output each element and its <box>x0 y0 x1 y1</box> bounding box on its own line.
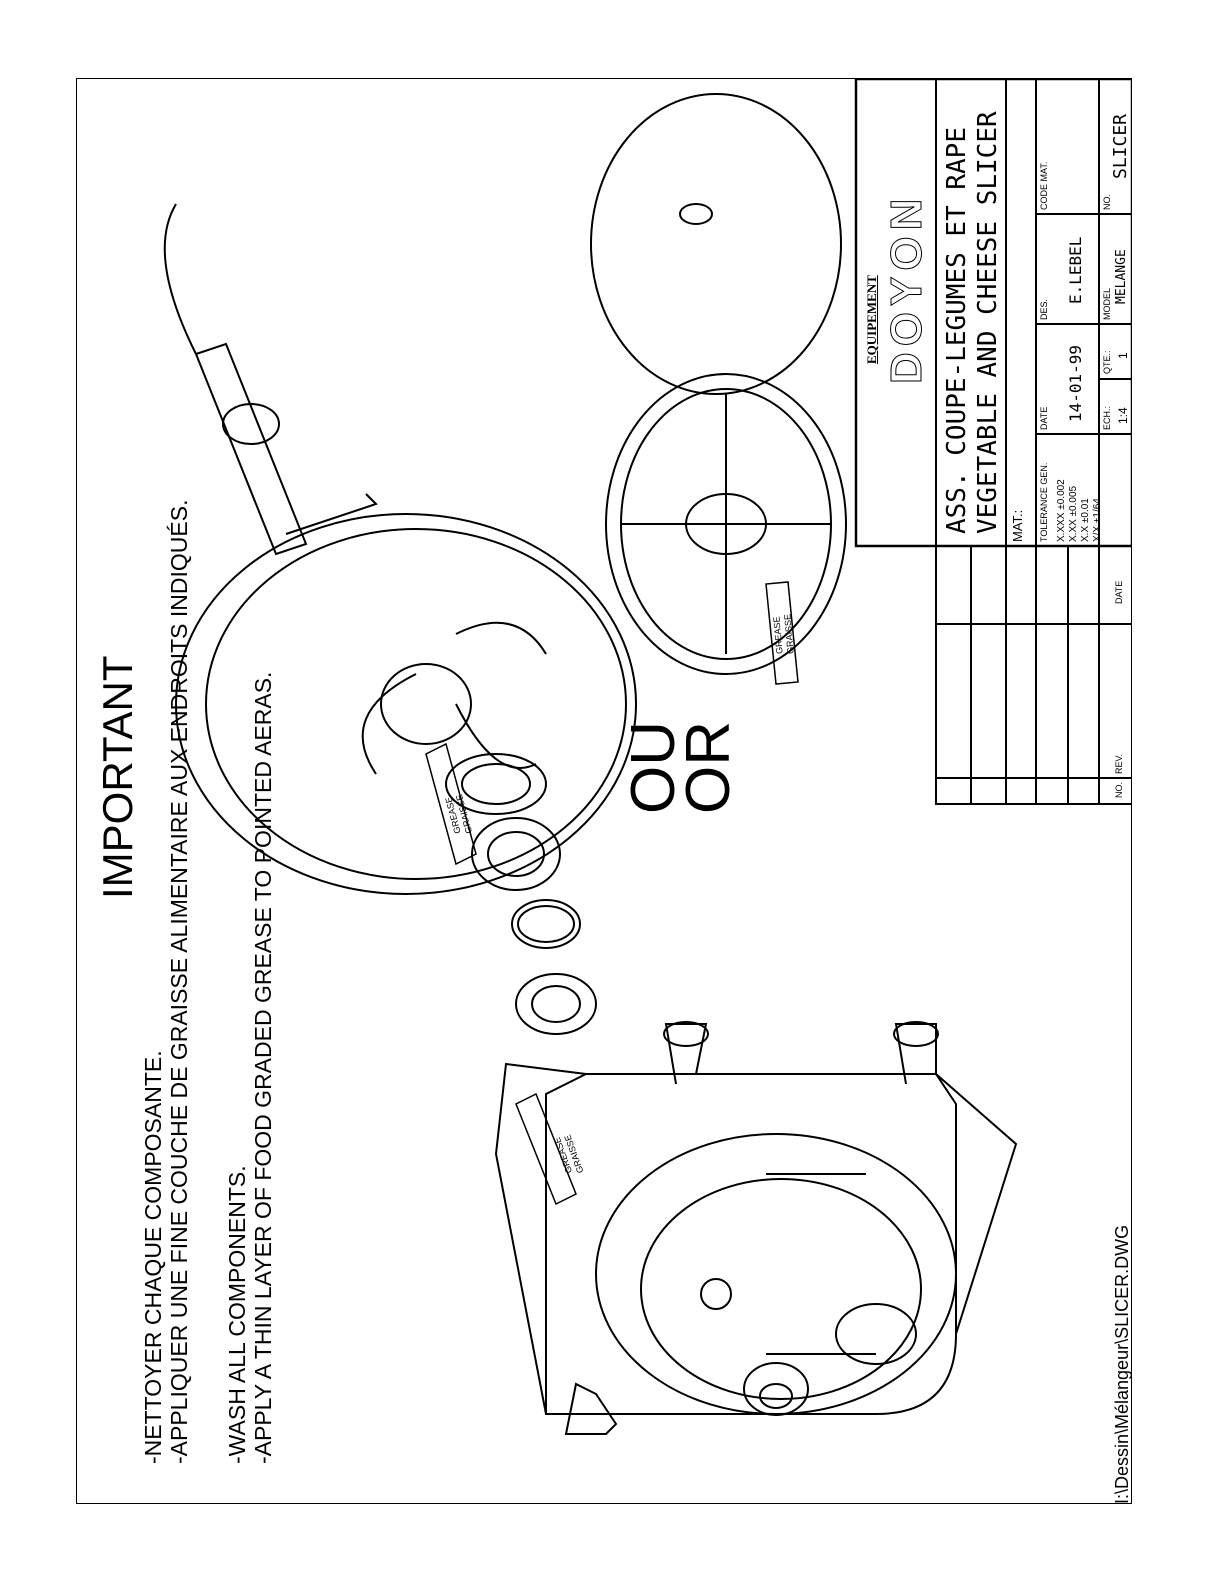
company-logo: DOYON <box>882 192 932 384</box>
tolerance-label: TOLERANCE GEN. <box>1039 462 1049 542</box>
date-value: 14-01-99 <box>1066 344 1085 422</box>
base-housing-illustration <box>494 1021 1018 1435</box>
des-label: DES. <box>1039 298 1049 320</box>
title-block <box>854 78 1132 805</box>
instruction-fr-1: -NETTOYER CHAQUE COMPOSANTE. <box>140 1050 166 1464</box>
tol-x: X.X ±0.01 <box>1080 498 1091 542</box>
code-mat-label: CODE MAT. <box>1039 161 1049 210</box>
parts-stack-illustration <box>445 753 597 1035</box>
no-label: NO. <box>1102 193 1112 210</box>
rev-date-label: DATE <box>1114 580 1124 604</box>
page-title: IMPORTANT <box>94 655 141 899</box>
qte-value: 1 <box>1116 352 1130 359</box>
model-value: MELANGE <box>1114 249 1129 304</box>
plate-assembly-illustration <box>175 513 637 895</box>
date-label: DATE <box>1039 406 1049 430</box>
instruction-en-2: -APPLY A THIN LAYER OF FOOD GRADED GREAS… <box>250 671 276 1464</box>
disc-illustration <box>590 93 842 395</box>
drawing-artwork <box>76 78 1132 1504</box>
mat-label: MAT.: <box>1010 509 1025 542</box>
title-fr: ASS. COUPE-LEGUMES ET RAPE <box>942 127 972 534</box>
rev-label: REV. <box>1114 753 1124 774</box>
instruction-fr-2: -APPLIQUER UNE FINE COUCHE DE GRAISSE AL… <box>166 499 192 1464</box>
company-top: EQUIPEMENT <box>864 275 879 364</box>
no-value: SLICER <box>1110 113 1131 179</box>
ech-value: 1:4 <box>1116 407 1130 424</box>
shaft-illustration <box>163 203 378 556</box>
grease-tube-icon <box>425 581 799 1206</box>
model-label: MODEL <box>1102 287 1112 320</box>
wheel-illustration <box>605 373 847 675</box>
qte-label: QTE.: <box>1102 350 1112 374</box>
tol-xxx: X.XXX ±0.002 <box>1056 479 1067 542</box>
ech-label: ECH.: <box>1102 405 1112 430</box>
rotated-drawing-frame: IMPORTANT -NETTOYER CHAQUE COMPOSANTE. -… <box>76 78 1132 1504</box>
rev-no-label: NO. <box>1114 781 1124 798</box>
title-en: VEGETABLE AND CHEESE SLICER <box>973 111 1003 534</box>
tol-frac: X/X ±1/64 <box>1092 498 1103 542</box>
des-value: E.LEBEL <box>1066 236 1085 304</box>
file-path: I:\Dessin\Mélangeur\SLICER.DWG <box>1112 1224 1132 1504</box>
instruction-en-1: -WASH ALL COMPONENTS. <box>224 1165 250 1464</box>
or-label-en: OR <box>674 721 743 814</box>
tol-xx: X.XX ±0.005 <box>1068 485 1079 542</box>
